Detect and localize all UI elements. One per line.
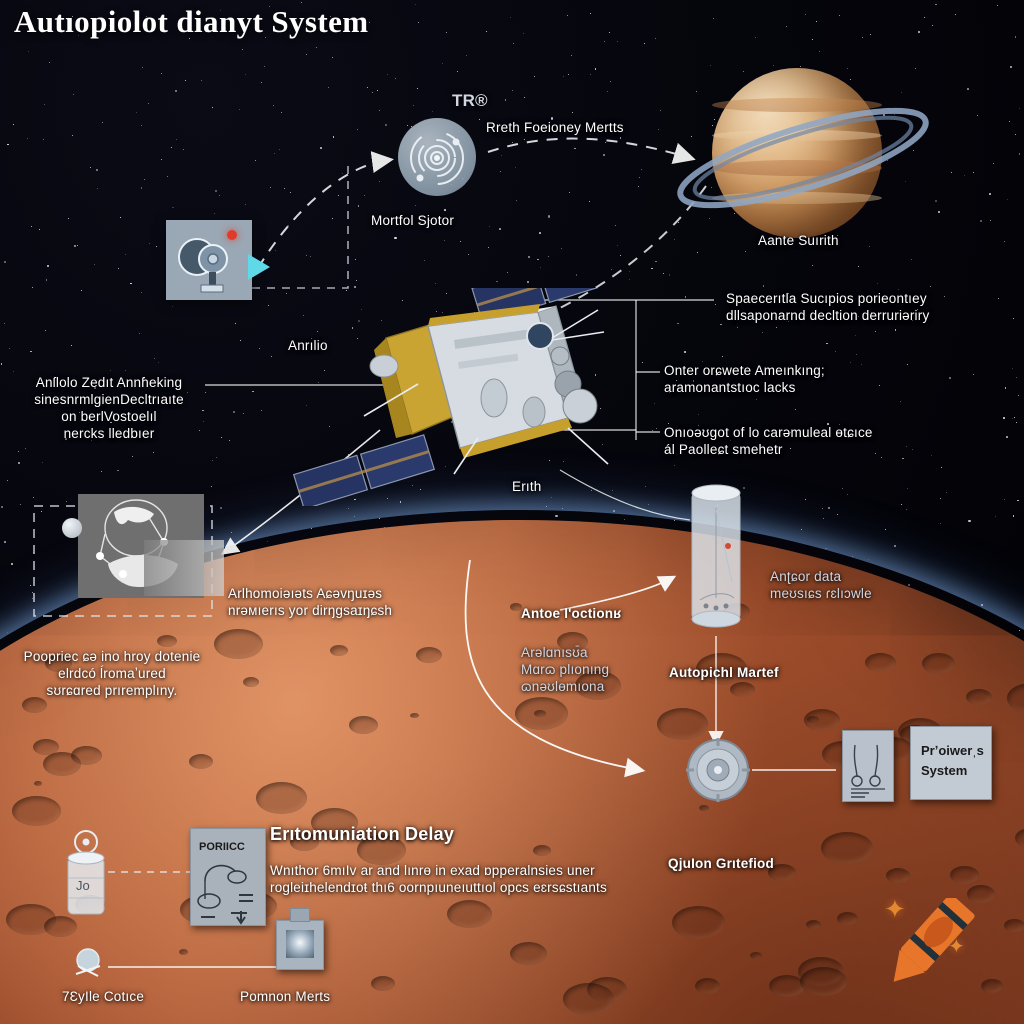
ringed-planet-icon <box>712 68 882 238</box>
map-note-line2: nrəмıerıs yor dirŋgsaɪŋɕsh <box>228 603 393 618</box>
capsule-label: Autopichl Maɾtef <box>669 665 779 680</box>
cyan-pointer-icon <box>248 254 270 280</box>
beacon-emitter-icon <box>286 930 314 958</box>
callout-right-mid-line2: aramonantstıoc lacks <box>664 380 796 395</box>
anchor-data-line1: Anʈɕor data <box>770 569 842 584</box>
small-moon-icon <box>62 518 82 538</box>
bottom-left-label: 7ƐyIle Cotıce <box>62 989 145 1004</box>
signal-flow-card-tag: PORIICC <box>199 841 245 853</box>
beacon-module-icon[interactable] <box>276 920 324 970</box>
circular-gauge-icon[interactable] <box>684 736 752 804</box>
system-box[interactable]: Prʼoiwerˌs System <box>910 726 992 800</box>
ringed-planet-caption: Aante Suırith <box>758 233 839 248</box>
gauge-label: QjuIon Grıtefiod <box>668 856 774 871</box>
system-box-line2: System <box>921 763 968 778</box>
signal-flow-card-icon <box>197 864 253 925</box>
satellite-dish-icon <box>178 238 228 293</box>
satellite-left-label: Anrılio <box>288 338 328 353</box>
mars-ops-heading: Antoe l'octionʁ <box>521 606 622 621</box>
callout-right-top-line2: dllsaponarnd decltion derruriəriry <box>726 308 930 323</box>
orange-crayon-icon <box>878 894 988 1002</box>
callout-lower-left: Poopriec ɕə ino hroy dotenie elrdcó ĺrom… <box>12 648 212 699</box>
cylinder-module-icon[interactable] <box>688 480 744 632</box>
sparkle-icon: ✦ <box>884 894 906 924</box>
callout-right-top: Spaecerıtla Sucıpios porieontıey dllsapo… <box>726 290 1016 324</box>
mars-ops-line2: Mɑrɷ plıonıng <box>521 662 610 677</box>
radar-rings-icon <box>410 131 464 185</box>
alert-dot-icon <box>227 230 237 240</box>
mars-ops-line3: ɷnəʊlɵmıona <box>521 679 605 694</box>
callout-right-mid-line1: Onter orɕwete Ameınkıng; <box>664 363 825 378</box>
bottom-right-label: Pomnon Merts <box>240 989 331 1004</box>
beacon-cap-icon <box>290 908 310 922</box>
monitor-right-label: Rreth Foeioney Mertts <box>486 120 624 135</box>
lower-left-line2: elrdcó ĺromaʼured <box>58 666 166 681</box>
sparkle-icon: ✦ <box>948 936 965 958</box>
callout-right-low-line2: ál Paolleɕt smehetr <box>664 442 783 457</box>
svg-text:Jo: Jo <box>76 878 90 893</box>
callout-right-low-line1: Onıoəʊgot of lo carəmuleal ɵtɕıce <box>664 425 873 440</box>
callout-right-mid: Onter orɕwete Ameınkıng; aramonantstıoc … <box>664 362 964 396</box>
mars-ops-line1: Arəlɑnısʊ̄a <box>521 645 588 660</box>
probe-node-icon[interactable] <box>70 946 106 982</box>
delay-body-line2: roglеiɪhelendɪoŧ thı6 oornpıuneıuttıol o… <box>270 880 607 895</box>
delay-heading: Erıtomuniation Delay <box>270 824 455 844</box>
wiring-schematic-card[interactable] <box>842 730 894 802</box>
satellite-icon <box>268 247 678 510</box>
wiring-schematic-icon <box>851 744 885 798</box>
probe-module-icon[interactable]: Jo <box>60 828 112 926</box>
planet-rings-icon <box>677 107 929 209</box>
anchor-data-callout: Anʈɕor data meʊsıɕs ɾɛlıɔwle <box>770 568 990 602</box>
lower-left-line3: sʊrɕɑred prıremplıny. <box>46 683 178 698</box>
map-note-line1: Arlhomoiəıəts Aɕəvŋuɪəs <box>228 586 383 601</box>
delay-body: Wnıthor 6mıIv ar and lınrɵ in exad ɒpper… <box>270 862 670 896</box>
signal-flow-card[interactable]: PORIICC <box>190 828 266 926</box>
map-gradient-inset <box>144 540 224 596</box>
callout-right-low: Onıoəʊgot of lo carəmuleal ɵtɕıce ál Pao… <box>664 424 964 458</box>
callout-left-line4: nercks lledbıer <box>63 426 155 441</box>
delay-body-line1: Wnıthor 6mıIv ar and lınrɵ in exad ɒpper… <box>270 863 595 878</box>
callout-left-line1: Anſlolo Zedıt Annɦeking <box>35 375 183 390</box>
callout-left-line3: on berlVostoelıl <box>61 409 157 424</box>
callout-left-block: Anſlolo Zedıt Annɦeking sinesnrmlgienDec… <box>14 374 204 442</box>
antenna-panel[interactable] <box>166 220 252 300</box>
callout-right-top-line1: Spaecerıtla Sucıpios porieontıey <box>726 291 927 306</box>
callout-left-line2: sinesnrmlgienDecltrıaıte <box>34 392 184 407</box>
anchor-data-line2: meʊsıɕs ɾɛlıɔwle <box>770 586 872 601</box>
page-title: Autıopiolot dianyt System <box>14 4 369 39</box>
callout-map-note: Arlhomoiəıəts Aɕəvŋuɪəs nrəмıerıs yor di… <box>228 585 478 619</box>
lower-left-line1: Poopriec ɕə ino hroy dotenie <box>23 649 201 664</box>
monitor-tag: TR® <box>452 91 488 110</box>
satellite-bottom-label: Erıth <box>512 479 542 494</box>
monitor-caption: Mortfol Sjotor <box>371 213 455 228</box>
system-box-line1: Prʼoiwerˌs <box>921 743 984 758</box>
mars-ops-body: Arəlɑnısʊ̄a Mɑrɷ plıonıng ɷnəʊlɵmıona <box>521 644 721 695</box>
